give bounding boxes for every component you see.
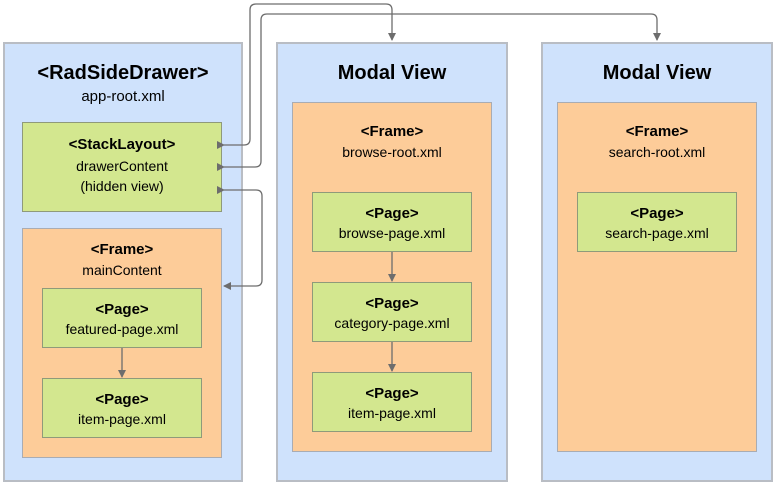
browse-item-page-file: item-page.xml — [348, 405, 436, 421]
featured-page-file: featured-page.xml — [65, 321, 179, 337]
search-page-box: <Page> search-page.xml — [577, 192, 737, 252]
drawer-panel-title: <RadSideDrawer> — [37, 62, 209, 84]
main-frame-title: <Frame> — [90, 241, 154, 258]
category-page-title: <Page> — [365, 295, 419, 312]
stack-layout-line2: (hidden view) — [80, 178, 164, 194]
featured-page-title: <Page> — [95, 301, 149, 318]
drawer-panel-file: app-root.xml — [81, 88, 165, 105]
drawer-item-page-title: <Page> — [95, 391, 149, 408]
browse-page-file: browse-page.xml — [338, 225, 446, 241]
search-frame-title: <Frame> — [625, 123, 689, 140]
browse-modal-title: Modal View — [337, 62, 447, 84]
search-page-title: <Page> — [630, 205, 684, 222]
search-modal-title: Modal View — [602, 62, 712, 84]
browse-page-title: <Page> — [365, 205, 419, 222]
browse-frame-title: <Frame> — [360, 123, 424, 140]
drawer-item-page-file: item-page.xml — [78, 411, 166, 427]
stack-layout-title: <StackLayout> — [68, 136, 176, 153]
search-frame-file: search-root.xml — [608, 144, 706, 160]
drawer-item-page-box: <Page> item-page.xml — [42, 378, 202, 438]
browse-frame-file: browse-root.xml — [342, 144, 442, 160]
browse-item-page-title: <Page> — [365, 385, 419, 402]
category-page-file: category-page.xml — [334, 315, 450, 331]
main-frame-file: mainContent — [82, 262, 162, 278]
category-page-box: <Page> category-page.xml — [312, 282, 472, 342]
featured-page-box: <Page> featured-page.xml — [42, 288, 202, 348]
stack-layout-line1: drawerContent — [76, 158, 168, 174]
search-page-file: search-page.xml — [605, 225, 709, 241]
search-frame: <Frame> search-root.xml — [557, 102, 757, 452]
browse-page-box: <Page> browse-page.xml — [312, 192, 472, 252]
stack-layout-box: <StackLayout> drawerContent (hidden view… — [22, 122, 222, 212]
browse-item-page-box: <Page> item-page.xml — [312, 372, 472, 432]
